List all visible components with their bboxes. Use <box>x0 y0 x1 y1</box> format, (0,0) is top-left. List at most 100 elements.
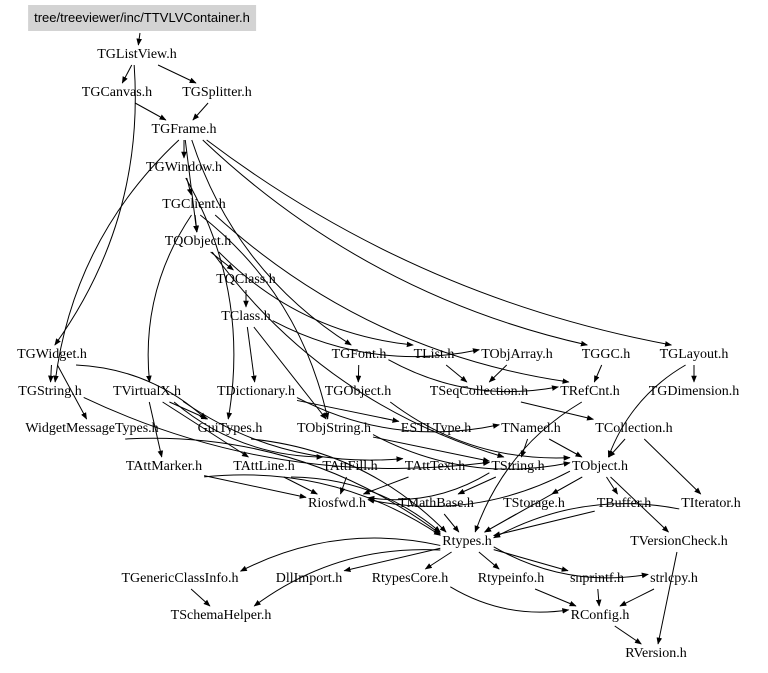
edge-TAttFill-to-Riosfwd <box>339 476 347 495</box>
edge-TIterator-to-Rtypes <box>493 503 680 539</box>
node-widgetmessagetypes[interactable]: WidgetMessageTypes.h <box>25 421 159 436</box>
node-rtypes[interactable]: Rtypes.h <box>442 534 492 549</box>
node-tobject[interactable]: TObject.h <box>571 459 629 474</box>
node-tgsplitter[interactable]: TGSplitter.h <box>182 85 252 100</box>
edge-TQObject-to-TList <box>218 251 414 348</box>
node-tgobject[interactable]: TGObject.h <box>324 384 392 399</box>
node-tlist[interactable]: TList.h <box>413 347 455 362</box>
edge-TRefCnt-to-Rtypes <box>474 401 583 533</box>
node-tobjstring[interactable]: TObjString.h <box>296 421 372 436</box>
node-tglayout[interactable]: TGLayout.h <box>659 347 729 362</box>
edge-TQObject-to-TString <box>211 251 505 458</box>
edge-TNamed-to-TString <box>520 438 529 458</box>
node-tnamed[interactable]: TNamed.h <box>501 421 561 436</box>
edge-TString-to-Riosfwd <box>367 472 490 502</box>
node-tgwidget[interactable]: TGWidget.h <box>17 347 87 362</box>
edge-TGWindow-to-GuiTypes <box>185 177 235 420</box>
node-tgclient[interactable]: TGClient.h <box>162 197 226 212</box>
edge-Rtypes-to-strlcpy <box>493 546 649 579</box>
node-tglistview[interactable]: TGListView.h <box>97 47 177 62</box>
edge-TObject-to-TVersionCheck <box>610 476 669 533</box>
edge-TCollection-to-TObject <box>608 438 626 458</box>
node-root-ttvlvcontainer[interactable]: tree/treeviewer/inc/TTVLVContainer.h <box>28 5 256 31</box>
edge-TVirtualX-to-TAttLine <box>162 401 249 458</box>
edge-TGSplitter-to-TGFrame <box>192 102 209 121</box>
edge-TGLayout-to-TObject <box>607 364 686 458</box>
node-titerator[interactable]: TIterator.h <box>681 496 741 511</box>
node-tmathbase[interactable]: TMathBase.h <box>398 496 474 511</box>
node-tschemahelper[interactable]: TSchemaHelper.h <box>170 608 272 623</box>
edge-WidgetMessageTypes-to-Rtypes <box>125 437 441 535</box>
node-tclass[interactable]: TClass.h <box>221 309 271 324</box>
node-tgwindow[interactable]: TGWindow.h <box>146 160 222 175</box>
edge-TObjString-to-TString <box>372 436 491 463</box>
edge-TGFrame-to-TGString <box>53 139 180 383</box>
node-tgstring[interactable]: TGString.h <box>18 384 82 399</box>
edge-TGListView-to-TGWidget <box>54 64 136 346</box>
node-riosfwd[interactable]: Riosfwd.h <box>308 496 366 511</box>
edge-TGFrame-to-TGLayout <box>206 139 673 347</box>
edge-root-to-TGListView <box>136 32 142 46</box>
node-tggc[interactable]: TGGC.h <box>581 347 631 362</box>
node-estltype[interactable]: ESTLType.h <box>400 421 472 436</box>
node-dllimport[interactable]: DllImport.h <box>275 571 343 586</box>
node-tgdimension[interactable]: TGDimension.h <box>648 384 740 399</box>
node-tobjarray[interactable]: TObjArray.h <box>481 347 553 362</box>
node-tattmarker[interactable]: TAttMarker.h <box>125 459 203 474</box>
edge-TGWidget-to-TGString <box>48 364 54 383</box>
node-rtypescore[interactable]: RtypesCore.h <box>371 571 449 586</box>
node-tgenericclassinfo[interactable]: TGenericClassInfo.h <box>121 571 239 586</box>
edge-TGString-to-TString <box>83 396 491 469</box>
node-tgfont[interactable]: TGFont.h <box>331 347 387 362</box>
edge-TCollection-to-TIterator <box>643 438 702 495</box>
node-tattline[interactable]: TAttLine.h <box>233 459 295 474</box>
node-snprintf[interactable]: snprintf.h <box>569 571 625 586</box>
node-guitypes[interactable]: GuiTypes.h <box>197 421 263 436</box>
node-tgframe[interactable]: TGFrame.h <box>151 122 217 137</box>
edge-TList-to-TSeqCollection <box>445 364 468 383</box>
edge-TAttLine-to-Riosfwd <box>283 476 318 495</box>
node-rversion[interactable]: RVersion.h <box>625 646 687 661</box>
edge-RtypesCore-to-RConfig <box>450 586 570 614</box>
edge-TGClient-to-TQObject <box>193 214 200 233</box>
edge-TAttText-to-Riosfwd <box>362 476 409 495</box>
edge-TDictionary-to-TNamed <box>296 397 500 433</box>
edge-TGFont-to-TRefCnt <box>388 359 559 393</box>
node-tseqcollection[interactable]: TSeqCollection.h <box>429 384 529 399</box>
node-tvirtualx[interactable]: TVirtualX.h <box>113 384 181 399</box>
node-tatttext[interactable]: TAttText.h <box>404 459 466 474</box>
node-tcollection[interactable]: TCollection.h <box>595 421 673 436</box>
edge-TClass-to-TObjArray <box>272 320 480 358</box>
node-trefcnt[interactable]: TRefCnt.h <box>560 384 620 399</box>
edge-TGListView-to-TGSplitter <box>157 64 197 84</box>
edge-TVersionCheck-to-RVersion <box>656 551 678 645</box>
edge-TGClient-to-TVirtualX <box>146 214 192 383</box>
node-tqclass[interactable]: TQClass.h <box>216 272 276 287</box>
node-tdictionary[interactable]: TDictionary.h <box>216 384 296 399</box>
node-tstorage[interactable]: TStorage.h <box>503 496 565 511</box>
node-tqobject[interactable]: TQObject.h <box>164 234 232 249</box>
node-tgcanvas[interactable]: TGCanvas.h <box>81 85 153 100</box>
node-tbuffer[interactable]: TBuffer.h <box>596 496 652 511</box>
node-tstring[interactable]: TString.h <box>491 459 545 474</box>
edge-Rtypes-to-TSchemaHelper <box>253 549 441 607</box>
edge-TClass-to-TDictionary <box>246 326 257 383</box>
edge-TGWidget-to-WidgetMessageTypes <box>56 364 88 420</box>
node-rconfig[interactable]: RConfig.h <box>570 608 630 623</box>
node-strlcpy[interactable]: strlcpy.h <box>650 571 698 586</box>
node-tversioncheck[interactable]: TVersionCheck.h <box>630 534 728 549</box>
node-tattfill[interactable]: TAttFill.h <box>322 459 378 474</box>
edge-snprintf-to-RConfig <box>595 588 602 607</box>
edge-TGFrame-to-TGGC <box>202 139 588 347</box>
edge-RConfig-to-RVersion <box>614 625 642 645</box>
edge-TBuffer-to-Rtypes <box>493 510 595 537</box>
edge-TAttMarker-to-Rtypes <box>204 474 441 536</box>
node-rtypeinfo[interactable]: Rtypeinfo.h <box>477 571 545 586</box>
edge-TDictionary-to-ESTLType <box>296 399 400 423</box>
edge-TMathBase-to-Rtypes <box>443 513 460 533</box>
edge-Rtypes-to-TGenericClassInfo <box>239 537 441 572</box>
edge-TGenericClassInfo-to-TSchemaHelper <box>190 588 211 607</box>
edge-TVirtualX-to-TAttText <box>182 400 404 462</box>
